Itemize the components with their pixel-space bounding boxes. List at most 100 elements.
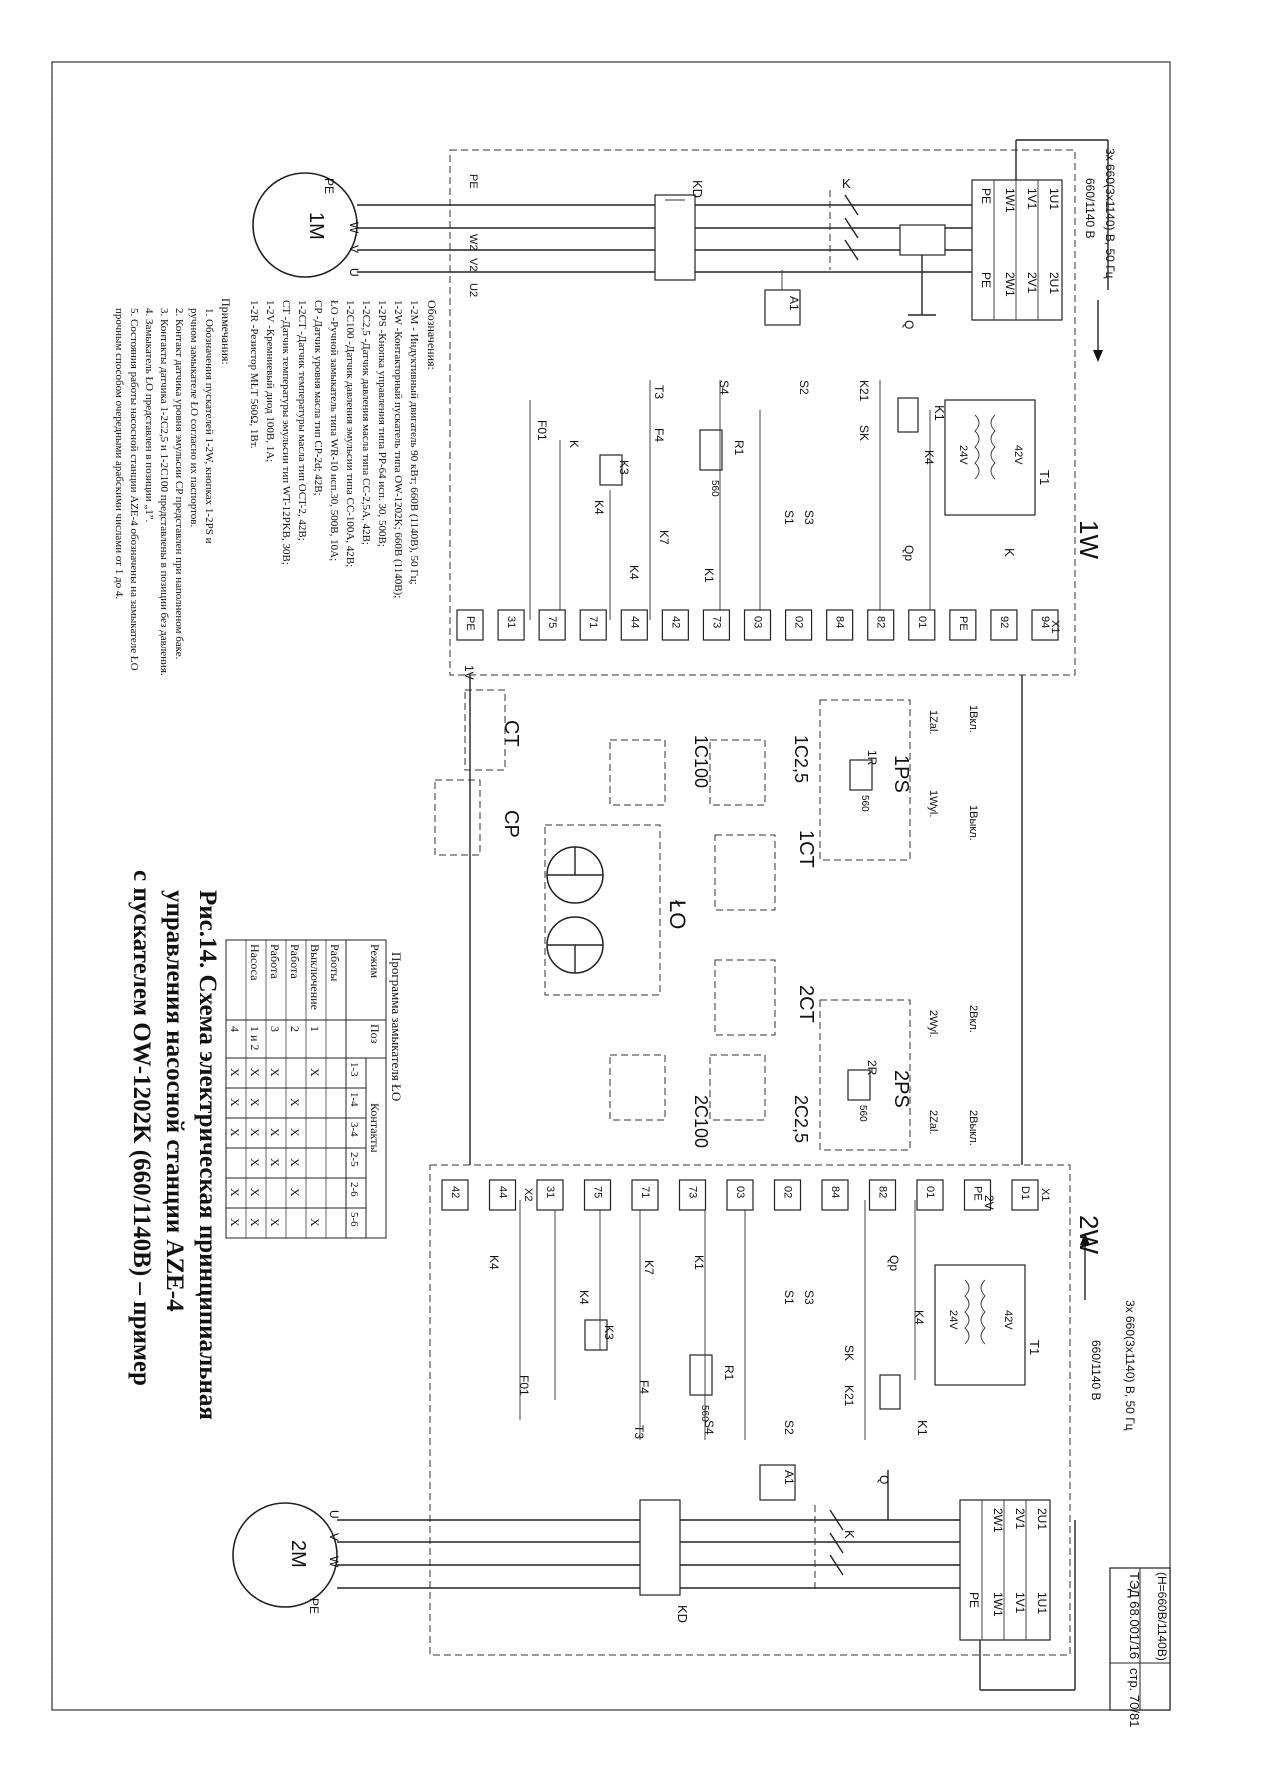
- table-mark: X: [288, 1188, 302, 1197]
- v2-label: 2V: [982, 1195, 996, 1210]
- terminal-lower-label: 71: [639, 1186, 651, 1198]
- label-s2-upper: S2: [797, 380, 811, 395]
- label-k3-upper: K3: [617, 460, 631, 475]
- term-lower-in-3: 1W1: [991, 1592, 1005, 1617]
- supply-top-rating: 3х 660(3х1140) В, 50 Гц: [1103, 148, 1117, 279]
- table-head-mode: Режим: [368, 944, 382, 979]
- label-k7-upper: K7: [657, 530, 671, 545]
- mt-w2: W2: [467, 234, 479, 251]
- table-contact-header: 3-4: [348, 1122, 360, 1137]
- wyl2-label: 2Wyl.: [927, 1010, 939, 1037]
- label-t3-lower: T3: [632, 1425, 646, 1439]
- input-terminals-lower: 2U1 2V1 2W1 1U1 1V1 1W1 PE: [959, 1499, 1051, 1641]
- note-row: 2. Контакт датчика уровня эмульсии CP пр…: [173, 308, 185, 660]
- legend-row: 1-2W -Контакторный пускатель типа OW-120…: [392, 300, 404, 598]
- terminal-upper-label: 42: [669, 616, 681, 628]
- t1-lower-label: T1: [1027, 1340, 1042, 1355]
- legend-row: 1-2C100 -Датчик давления эмульсии типа C…: [344, 300, 356, 567]
- motor-2m-phase-u: U: [327, 1510, 341, 1519]
- label-sk-lower: SK: [842, 1345, 856, 1361]
- label-k4-upper: K4: [922, 450, 936, 465]
- label-k-upper-2: K: [1002, 548, 1017, 557]
- v1-label: 1V: [462, 665, 476, 680]
- power-lines-1m: [470, 204, 972, 273]
- label-k4-upper-2: K4: [592, 500, 606, 515]
- motor-2m: 2M U V W PE: [232, 1502, 440, 1614]
- mt-u2: U2: [467, 283, 479, 297]
- table-mark: X: [268, 1128, 282, 1137]
- table-row-pos: 3: [268, 1026, 282, 1032]
- terminal-upper-label: 44: [628, 616, 640, 628]
- table-mark: X: [288, 1158, 302, 1167]
- lo-label: ŁO: [665, 900, 690, 929]
- motor-1m-phase-pe: PE: [322, 178, 336, 194]
- terminal-upper-box: [579, 609, 607, 641]
- power-lines-2m: [440, 1519, 960, 1589]
- table-mark: X: [228, 1128, 242, 1137]
- legend-row: 1-2CT -Датчик температуры масла тип OCT-…: [296, 300, 308, 541]
- terminal-upper-box: [702, 609, 731, 641]
- label-k-upper-3: K: [567, 440, 581, 448]
- term-out-1: 2U1: [1047, 272, 1061, 294]
- terminal-upper-box: [990, 609, 1018, 641]
- x2-lower: X2: [522, 1188, 534, 1201]
- label-k1-upper: K1: [932, 405, 947, 421]
- motor-2m-phase-v: V: [327, 1533, 341, 1541]
- label-f4-upper: F4: [652, 428, 666, 442]
- legend-row: CT -Датчик температуры эмульсии тип WT-1…: [280, 300, 292, 565]
- label-r1v-upper: 560: [709, 480, 720, 497]
- title-line-2: управления насосной станции AZE-4: [161, 890, 188, 1312]
- motor-2m-label: 2M: [287, 1540, 309, 1568]
- figure-title: Рис.14. Схема электрическая принципиальн…: [128, 870, 221, 1420]
- terminal-lower-box: [631, 1179, 659, 1211]
- arrow-head-top: [1093, 350, 1103, 362]
- terminal-upper-box: [867, 609, 895, 641]
- table-row-pos: 1: [308, 1026, 322, 1032]
- wyl1-label: 1Wyl.: [927, 790, 939, 817]
- terminal-upper-label: 03: [752, 616, 764, 628]
- ps1-label: 1PS: [890, 755, 912, 793]
- transformer-t1-upper: 42V 24V T1: [944, 399, 1052, 516]
- table-mark: X: [268, 1068, 282, 1077]
- sensor-2c100: 2C100: [691, 1095, 711, 1148]
- term-out-4: PE: [979, 272, 993, 288]
- terminal-upper-label: 82: [875, 616, 887, 628]
- legend-row: 1-2M - Индуктивный двигатель 90 кВт; 660…: [408, 300, 420, 585]
- terminal-upper-box: [497, 609, 525, 641]
- table-row-mode: Насоса: [248, 944, 262, 981]
- table-contact-header: 1-4: [348, 1092, 360, 1107]
- label-kd-lower: KD: [675, 1605, 690, 1623]
- note-row: 3. Контакты датчика 1-2C2,5 и 1-2C100 пр…: [158, 308, 170, 676]
- ct2-label: 2CT: [795, 985, 817, 1023]
- table-contact-header: 2-5: [348, 1152, 360, 1167]
- terminal-upper-label: 94: [1039, 616, 1051, 628]
- table-mark: X: [288, 1098, 302, 1107]
- term-lower-in-1: 1U1: [1035, 1592, 1049, 1614]
- terminal-upper-label: 31: [505, 616, 517, 628]
- term-lower-out-2: 2V1: [1013, 1508, 1027, 1530]
- block-2w-frame: [429, 1164, 1071, 1656]
- transformer-t1-lower: 42V 24V T1: [934, 1264, 1042, 1386]
- term-in-3: 1W1: [1003, 188, 1017, 213]
- terminal-upper-box: [743, 609, 772, 641]
- terminal-lower-box: [726, 1179, 754, 1211]
- table-mark: X: [248, 1098, 262, 1107]
- label-f01-lower: F01: [517, 1375, 531, 1396]
- x1-upper: X1: [1049, 620, 1061, 633]
- t1-upper-24v: 24V: [957, 445, 969, 465]
- term-lower-out-3: 2W1: [991, 1508, 1005, 1533]
- ct-label: CT: [500, 720, 522, 747]
- lower-section: 3х 660(3х1140) В, 50 Гц 660/1140 В 2W 2U…: [232, 1164, 1137, 1691]
- contactor-k-lower: K: [814, 1505, 857, 1590]
- terminal-lower-label: 73: [687, 1186, 699, 1198]
- table-row-pos: 1 и 2: [248, 1026, 262, 1050]
- block-1w-frame: [449, 149, 1076, 676]
- program-caption: Программа замыкателя ŁO: [389, 952, 404, 1101]
- table-mark: X: [228, 1068, 242, 1077]
- terminal-lower-label: 42: [449, 1186, 461, 1198]
- sensor-1c25: 1C2,5: [791, 735, 811, 783]
- terminal-upper-label: 75: [546, 616, 558, 628]
- control-lower: K1 K21 SK K4 S2 S4 R1 560 S1 S3 Qp K1 T3…: [487, 1200, 930, 1440]
- terminal-lower-box: [916, 1179, 944, 1211]
- ct1-label: 1CT: [795, 830, 817, 868]
